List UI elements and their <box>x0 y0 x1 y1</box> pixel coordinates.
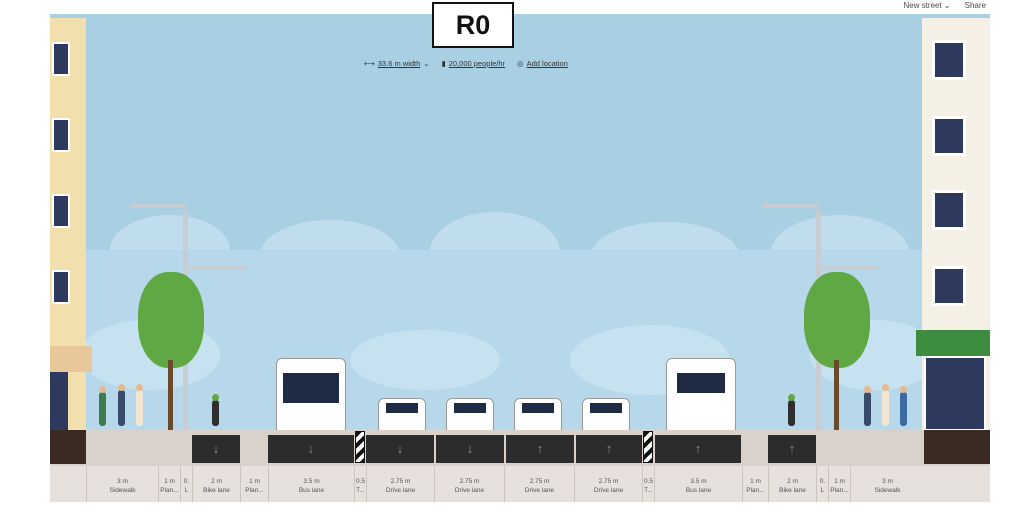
storefront <box>924 356 986 431</box>
arrow-up-icon: ↑ <box>694 441 702 456</box>
location-pin-icon: ◎ <box>517 59 524 68</box>
drive-lane-1[interactable]: ↓ <box>366 435 434 463</box>
arrow-down-icon: ↓ <box>466 441 474 456</box>
car <box>378 398 426 434</box>
window <box>932 190 966 230</box>
segment-label[interactable]: 0.L <box>180 466 192 502</box>
pedestrian <box>99 386 106 426</box>
add-location-control[interactable]: ◎ Add location <box>517 59 568 68</box>
chevron-down-icon: ⌄ <box>423 59 430 68</box>
drive-lane-3[interactable]: ↑ <box>506 435 574 463</box>
window <box>932 40 966 80</box>
car <box>582 398 630 434</box>
storefront <box>50 372 68 432</box>
right-building-base <box>924 430 990 464</box>
awning <box>916 330 990 356</box>
lamp-arm <box>818 266 878 270</box>
window <box>52 42 70 76</box>
drive-lane-4[interactable]: ↑ <box>576 435 642 463</box>
pedestrian <box>882 384 889 426</box>
arrow-up-icon: ↑ <box>536 441 544 456</box>
pedestrian <box>864 386 871 426</box>
capacity-control[interactable]: ▮ 20,000 people/hr <box>442 59 505 68</box>
arrow-up-icon: ↑ <box>788 441 796 456</box>
car <box>514 398 562 434</box>
bus-lane-left[interactable]: ↓ <box>268 435 354 463</box>
share-menu[interactable]: Share <box>964 1 986 10</box>
bus <box>276 358 346 434</box>
top-bar <box>50 0 990 14</box>
new-street-menu[interactable]: New street ⌄ <box>903 1 951 10</box>
street-name-title[interactable]: R0 <box>432 2 514 48</box>
cyclist <box>788 394 795 426</box>
left-building-base <box>50 430 86 464</box>
awning <box>50 346 92 372</box>
lane-divider[interactable] <box>355 431 365 463</box>
lane-divider[interactable] <box>643 431 653 463</box>
arrow-down-icon: ↓ <box>307 441 315 456</box>
window <box>52 194 70 228</box>
car <box>446 398 494 434</box>
window <box>932 266 966 306</box>
pedestrian <box>136 384 143 426</box>
bus-lane-right[interactable]: ↑ <box>655 435 741 463</box>
pedestrian <box>900 386 907 426</box>
top-menu: New street ⌄ Share <box>903 1 986 10</box>
bike-lane-right[interactable]: ↑ <box>768 435 816 463</box>
bar-chart-icon: ▮ <box>441 59 446 68</box>
window <box>932 116 966 156</box>
window <box>52 270 70 304</box>
width-label[interactable]: 33.6 m width <box>377 59 421 68</box>
street-info-bar: ⟷ 33.6 m width ⌄ ▮ 20,000 people/hr ◎ Ad… <box>364 59 568 68</box>
lamp-arm <box>130 204 186 208</box>
width-control[interactable]: ⟷ 33.6 m width ⌄ <box>364 59 430 68</box>
bus <box>666 358 736 434</box>
lamp-arm <box>186 266 246 270</box>
pedestrian <box>118 384 125 426</box>
lamp-arm <box>762 204 818 208</box>
bike-lane-left[interactable]: ↓ <box>192 435 240 463</box>
left-building[interactable] <box>50 18 92 432</box>
segment-label[interactable]: 0.L <box>816 466 828 502</box>
people-label[interactable]: 20,000 people/hr <box>448 59 506 68</box>
cyclist <box>212 394 219 426</box>
arrow-up-icon: ↑ <box>605 441 613 456</box>
add-location-link[interactable]: Add location <box>526 59 568 68</box>
window <box>52 118 70 152</box>
ruler-icon: ⟷ <box>364 59 375 68</box>
cloud <box>350 330 500 390</box>
drive-lane-2[interactable]: ↓ <box>436 435 504 463</box>
arrow-down-icon: ↓ <box>396 441 404 456</box>
arrow-down-icon: ↓ <box>212 441 220 456</box>
right-building[interactable] <box>916 18 990 431</box>
